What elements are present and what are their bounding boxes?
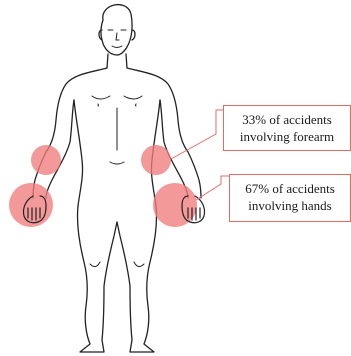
human-figure bbox=[33, 5, 201, 352]
forearm-leader bbox=[171, 110, 223, 159]
body-right-side bbox=[127, 68, 201, 198]
forearm-callout: 33% of accidents involving forearm bbox=[223, 105, 351, 151]
right-leg bbox=[117, 206, 157, 352]
hands-callout: 67% of accidents involving hands bbox=[229, 174, 351, 222]
right-forearm-highlight bbox=[141, 145, 171, 175]
chest-details bbox=[92, 96, 142, 164]
face bbox=[108, 30, 126, 48]
hands-callout-line1: 67% of accidents bbox=[230, 180, 350, 197]
highlights bbox=[9, 145, 197, 227]
left-forearm-highlight bbox=[31, 145, 61, 175]
forearm-callout-line2: involving forearm bbox=[224, 128, 350, 145]
hands-callout-line2: involving hands bbox=[230, 197, 350, 214]
body-left-side bbox=[33, 68, 107, 198]
left-leg bbox=[77, 206, 117, 352]
forearm-callout-line1: 33% of accidents bbox=[224, 111, 350, 128]
right-hand-highlight bbox=[153, 183, 197, 227]
knee-details bbox=[90, 262, 144, 267]
neck bbox=[107, 54, 127, 68]
